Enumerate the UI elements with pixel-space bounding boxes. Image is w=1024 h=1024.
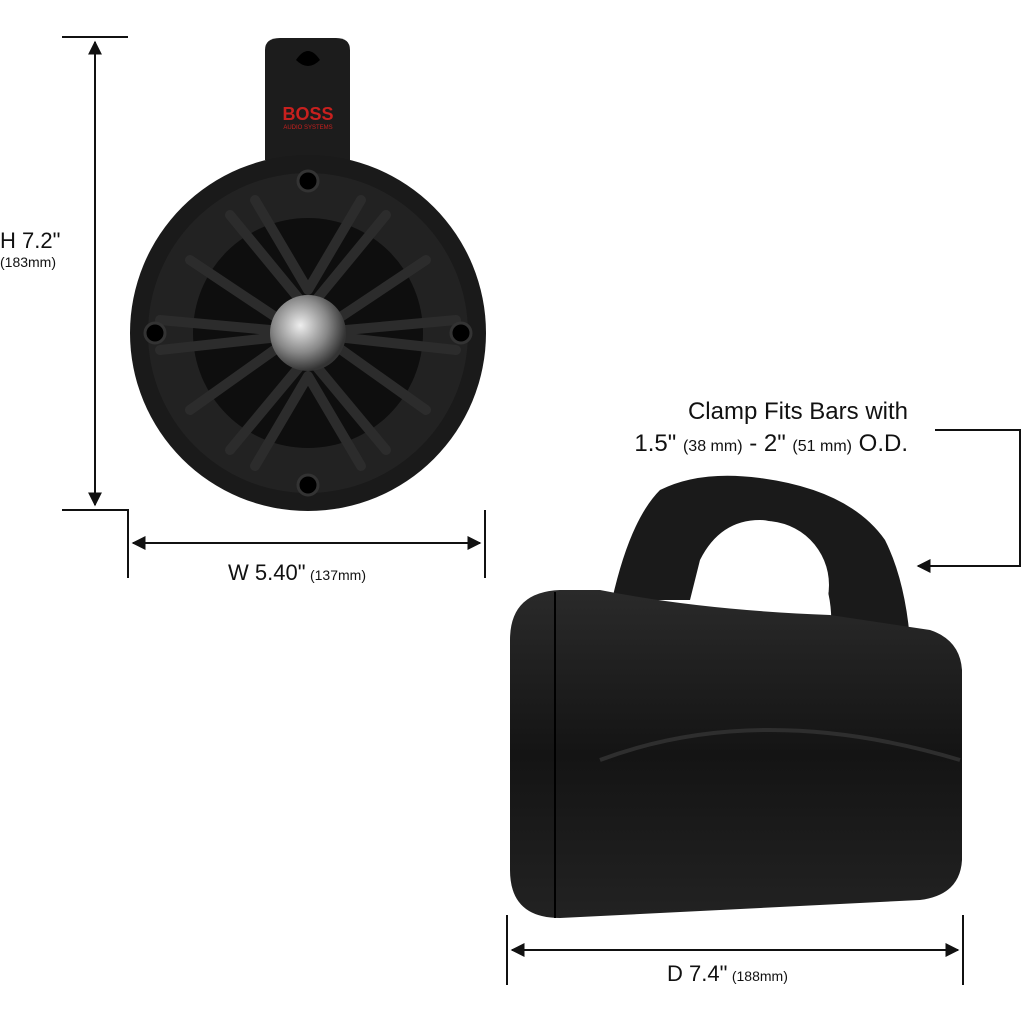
speaker-side-view	[510, 475, 962, 918]
clamp-line1: Clamp Fits Bars with	[687, 398, 908, 425]
clamp-size2: 2"	[763, 430, 786, 457]
width-label: W 5.40" (137mm)	[228, 560, 366, 586]
depth-label: D 7.4" (188mm)	[667, 961, 788, 987]
clamp-label: Clamp Fits Bars with 1.5" (38 mm) - 2" (…	[634, 396, 908, 463]
height-label: H 7.2" (183mm)	[0, 228, 60, 270]
depth-metric: (188mm)	[731, 968, 788, 984]
clamp-size1-metric: (38 mm)	[682, 438, 743, 455]
height-metric: (183mm)	[0, 254, 57, 270]
depth-value: D 7.4"	[667, 961, 728, 986]
clamp-suffix: O.D.	[858, 430, 908, 457]
width-value: W 5.40"	[228, 560, 306, 585]
clamp-size1: 1.5"	[634, 430, 677, 457]
speaker-front-view: BOSS AUDIO SYSTEMS	[130, 38, 486, 511]
height-value: H 7.2"	[0, 228, 61, 253]
boss-logo: BOSS	[282, 104, 333, 124]
clamp-arrow	[916, 429, 1021, 573]
dimension-lines	[62, 36, 1021, 985]
svg-text:AUDIO SYSTEMS: AUDIO SYSTEMS	[283, 125, 332, 131]
width-metric: (137mm)	[309, 567, 366, 583]
clamp-size2-metric: (51 mm)	[792, 438, 852, 455]
clamp-sep: -	[749, 430, 758, 457]
